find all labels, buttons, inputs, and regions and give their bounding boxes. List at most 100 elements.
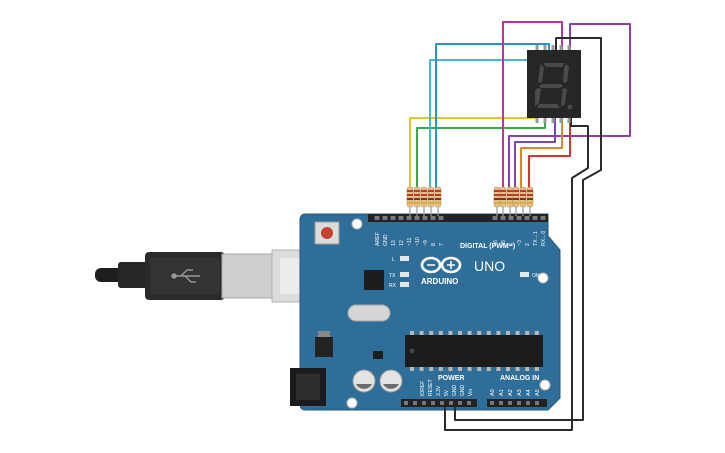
digital-header-top: [368, 214, 548, 222]
digital-pin-socket[interactable]: [414, 216, 420, 220]
power-pin-socket[interactable]: [440, 401, 444, 405]
analog-pin-socket[interactable]: [490, 401, 494, 405]
chip-pin: [448, 367, 453, 371]
resistor[interactable]: [499, 186, 507, 216]
display-pin[interactable]: [559, 45, 563, 51]
wire-red[interactable]: [528, 118, 571, 192]
chip-pin: [458, 331, 462, 335]
crystal-oscillator: [347, 304, 391, 322]
dc-power-jack[interactable]: [290, 368, 326, 406]
mounting-hole: [537, 272, 549, 284]
resistor[interactable]: [526, 186, 534, 216]
display-pin[interactable]: [567, 45, 571, 51]
resistor[interactable]: [512, 186, 520, 216]
segment-f: [538, 64, 544, 83]
resistor[interactable]: [519, 186, 527, 216]
wire-teal[interactable]: [429, 50, 541, 192]
segment-dp: [567, 104, 573, 110]
wires[interactable]: [409, 21, 631, 431]
digital-pin-socket[interactable]: [390, 216, 396, 220]
chip-pin: [534, 331, 539, 335]
chip-pin: [477, 367, 482, 371]
digital-pin-label: RX←0: [541, 231, 547, 246]
resistor[interactable]: [406, 186, 414, 216]
digital-pin-socket[interactable]: [508, 216, 514, 220]
display-pin[interactable]: [551, 117, 555, 123]
digital-pin-socket[interactable]: [500, 216, 506, 220]
voltage-regulator: [315, 331, 333, 357]
display-pin[interactable]: [543, 117, 547, 123]
analog-pin-label: A5: [535, 389, 541, 396]
analog-pin-socket[interactable]: [535, 401, 539, 405]
analog-pin-socket[interactable]: [526, 401, 530, 405]
usb-icon: [171, 269, 200, 283]
digital-pin-socket[interactable]: [406, 216, 412, 220]
power-pin-socket[interactable]: [467, 401, 471, 405]
power-pin-socket[interactable]: [449, 401, 453, 405]
analog-pin-socket[interactable]: [499, 401, 503, 405]
logo-symbols: [427, 261, 455, 269]
small-transistor: [373, 351, 383, 359]
power-pin-socket[interactable]: [431, 401, 435, 405]
resistor[interactable]: [427, 186, 435, 216]
reset-button[interactable]: [314, 221, 340, 245]
power-pin-label: IOREF: [420, 381, 426, 396]
analog-header-label: ANALOG IN: [500, 375, 539, 382]
digital-pin-socket[interactable]: [422, 216, 428, 220]
resistor-array[interactable]: [406, 186, 534, 216]
display-pin[interactable]: [551, 45, 555, 51]
display-pin[interactable]: [535, 45, 539, 51]
digital-pin-label: ~10: [415, 237, 421, 246]
power-pin-socket[interactable]: [458, 401, 462, 405]
digital-pin-socket[interactable]: [524, 216, 530, 220]
wire-magenta[interactable]: [502, 21, 563, 192]
digital-pin-socket[interactable]: [374, 216, 380, 220]
digital-pin-socket[interactable]: [438, 216, 444, 220]
chip-pin: [419, 331, 424, 335]
display-pin[interactable]: [567, 117, 571, 123]
digital-pin-socket[interactable]: [430, 216, 436, 220]
digital-pin-header[interactable]: [374, 216, 546, 220]
digital-pin-socket[interactable]: [382, 216, 388, 220]
power-pin-socket[interactable]: [404, 401, 408, 405]
power-pin-socket[interactable]: [413, 401, 417, 405]
capacitor: [352, 369, 376, 393]
digital-pin-socket[interactable]: [516, 216, 522, 220]
display-pin[interactable]: [543, 45, 547, 51]
digital-pin-label: TX→1: [533, 231, 539, 246]
digital-pin-socket[interactable]: [532, 216, 538, 220]
analog-pin-socket[interactable]: [508, 401, 512, 405]
wire-black-ground-2[interactable]: [444, 118, 589, 431]
display-pin[interactable]: [535, 117, 539, 123]
resistor[interactable]: [434, 186, 442, 216]
wire-blue[interactable]: [435, 43, 550, 192]
chip-pin: [515, 367, 520, 371]
resistor[interactable]: [493, 186, 501, 216]
chip-pin: [458, 367, 462, 371]
resistor[interactable]: [413, 186, 421, 216]
wire-black-ground[interactable]: [454, 37, 602, 421]
display-pin[interactable]: [559, 117, 563, 123]
digital-pin-socket[interactable]: [398, 216, 404, 220]
chip-pin: [496, 331, 501, 335]
seven-segment-display[interactable]: [527, 45, 581, 123]
arduino-logo-icon: [420, 256, 462, 274]
digital-pin-socket[interactable]: [540, 216, 546, 220]
wire-purple-2[interactable]: [514, 118, 556, 192]
power-pin-socket[interactable]: [422, 401, 426, 405]
wire-purple[interactable]: [508, 23, 631, 192]
digital-pin-label: ~6: [493, 240, 499, 246]
chip-pin: [506, 367, 510, 371]
resistor[interactable]: [506, 186, 514, 216]
power-pin-label: 5V: [444, 389, 450, 396]
on-label: ON: [532, 273, 540, 279]
resistor[interactable]: [420, 186, 428, 216]
led-rx: [400, 282, 409, 287]
digital-pin-socket[interactable]: [492, 216, 498, 220]
led-tx-label: TX: [389, 273, 396, 279]
power-header[interactable]: [401, 399, 477, 407]
wire-orange[interactable]: [520, 118, 563, 192]
analog-pin-socket[interactable]: [517, 401, 521, 405]
